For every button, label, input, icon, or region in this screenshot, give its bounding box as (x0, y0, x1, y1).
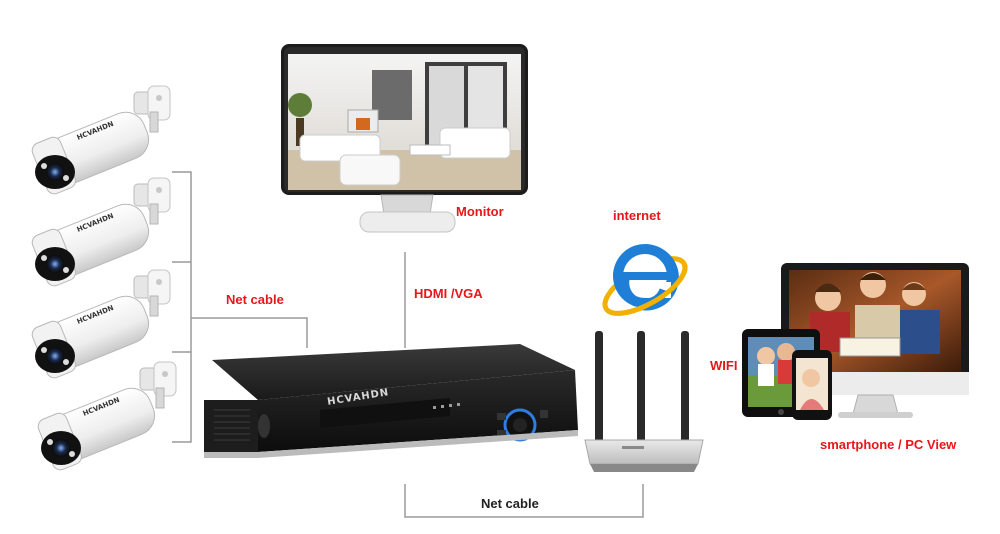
internet-icon (597, 244, 693, 324)
net-cable-label-router: Net cable (481, 497, 539, 510)
monitor-screen-room (288, 54, 521, 190)
hdmi-vga-label: HDMI /VGA (414, 287, 483, 300)
camera-4: HCVAHDN (36, 362, 176, 472)
monitor-label: Monitor (456, 205, 504, 218)
dvr-recorder (204, 344, 578, 458)
net-cable-camera-dvr (191, 318, 307, 348)
smartphone-pc-view-label: smartphone / PC View (820, 438, 956, 451)
wifi-label: WIFI (710, 359, 737, 372)
camera-1: HCVAHDN (30, 86, 170, 196)
camera-3: HCVAHDN (30, 270, 170, 380)
net-cable-label-cameras: Net cable (226, 293, 284, 306)
internet-label: internet (613, 209, 661, 222)
camera-bus-line (172, 172, 191, 442)
wifi-router (585, 331, 703, 472)
pc-view-devices (742, 263, 969, 420)
camera-2: HCVAHDN (30, 178, 170, 288)
